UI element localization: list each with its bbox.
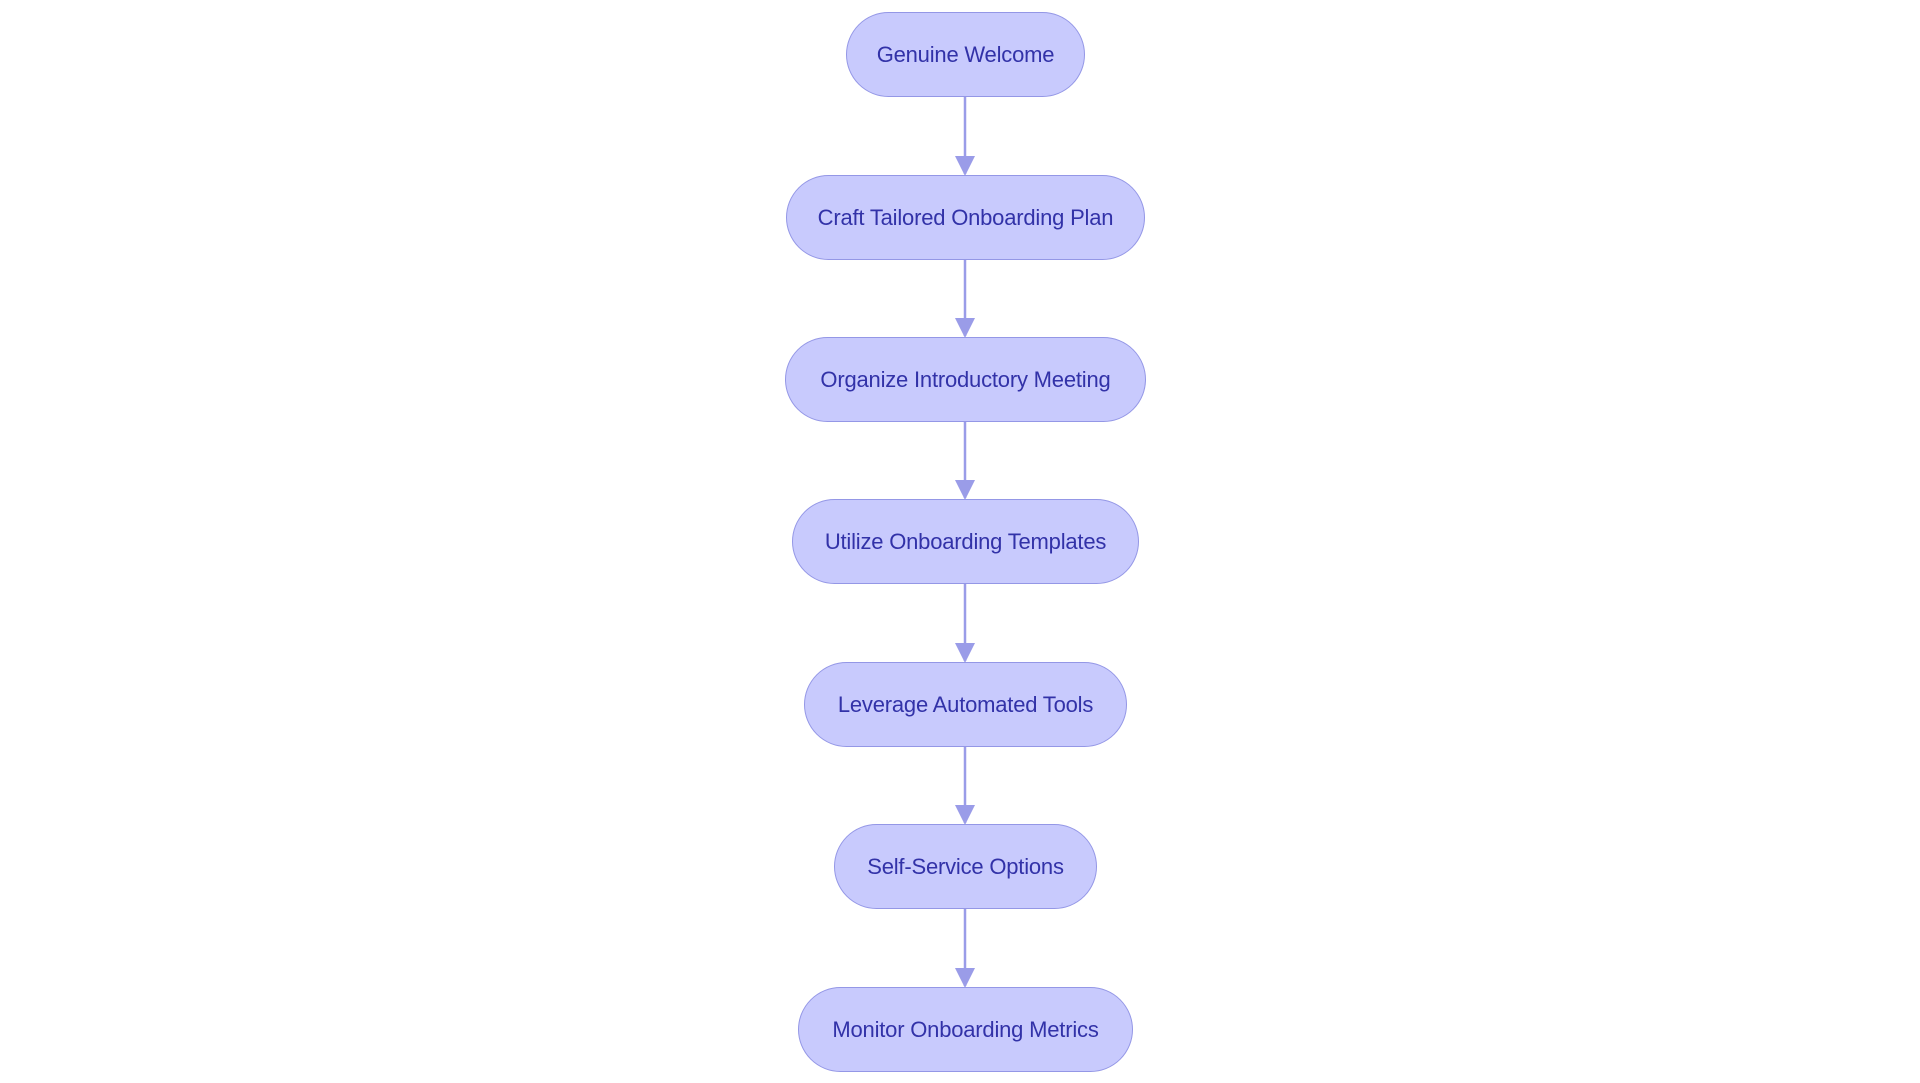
node-label: Leverage Automated Tools	[837, 691, 1094, 717]
node-utilize-onboarding-templates: Utilize Onboarding Templates	[792, 499, 1139, 584]
node-label: Self-Service Options	[867, 853, 1064, 879]
node-label: Genuine Welcome	[876, 41, 1055, 67]
node-label: Monitor Onboarding Metrics	[832, 1016, 1099, 1042]
node-label: Organize Introductory Meeting	[820, 366, 1111, 392]
node-label: Utilize Onboarding Templates	[824, 528, 1107, 554]
node-self-service-options: Self-Service Options	[834, 824, 1097, 909]
node-leverage-automated-tools: Leverage Automated Tools	[804, 662, 1127, 747]
node-genuine-welcome: Genuine Welcome	[846, 12, 1085, 97]
node-monitor-onboarding-metrics: Monitor Onboarding Metrics	[798, 987, 1133, 1072]
node-craft-tailored-onboarding-plan: Craft Tailored Onboarding Plan	[786, 175, 1145, 260]
node-organize-introductory-meeting: Organize Introductory Meeting	[785, 337, 1146, 422]
node-label: Craft Tailored Onboarding Plan	[817, 204, 1114, 230]
